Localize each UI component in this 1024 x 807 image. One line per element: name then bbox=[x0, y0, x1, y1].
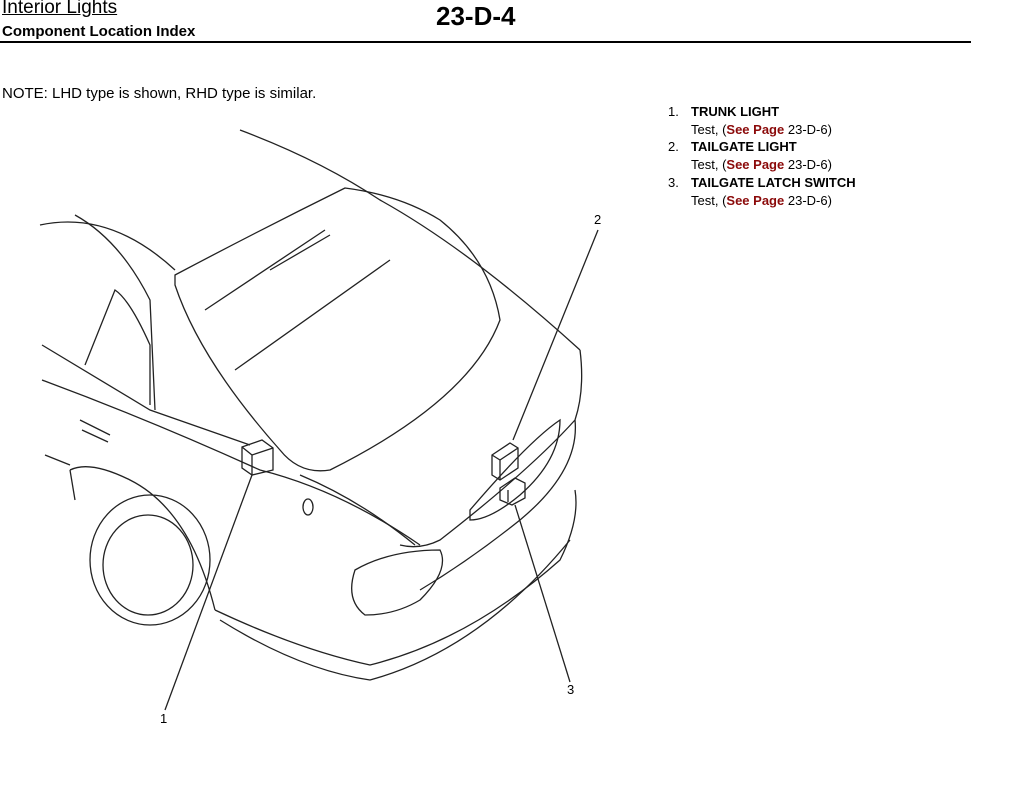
item-number: 1. bbox=[668, 104, 679, 119]
component-list: 1.TRUNK LIGHT Test, (See Page 23-D-6) 2.… bbox=[668, 103, 856, 209]
leader-line-2 bbox=[512, 229, 599, 441]
item-ref: 23-D-6) bbox=[787, 192, 832, 208]
item-prefix: Test, ( bbox=[691, 157, 727, 173]
item-name: TRUNK LIGHT bbox=[691, 104, 780, 119]
item-name: TAILGATE LIGHT bbox=[691, 139, 797, 155]
callout-2: 2 bbox=[594, 212, 602, 227]
trunk-light-icon bbox=[241, 439, 274, 476]
item-ref: 23-D-6) bbox=[787, 157, 832, 173]
page-number: 23-D-4 bbox=[436, 1, 516, 31]
item-number: 3. bbox=[668, 174, 679, 190]
see-page-link[interactable]: See Page bbox=[726, 121, 785, 137]
item-ref: 23-D-6) bbox=[787, 121, 832, 137]
item-prefix: Test, ( bbox=[691, 192, 727, 208]
callout-3: 3 bbox=[567, 682, 575, 697]
note-text: NOTE: LHD type is shown, RHD type is sim… bbox=[2, 85, 317, 102]
component-item: 2. TAILGATE LIGHT Test, (See Page 23-D-6) bbox=[668, 138, 856, 173]
see-page-link[interactable]: See Page bbox=[726, 192, 785, 208]
leader-line-1 bbox=[164, 474, 253, 711]
tailgate-latch-switch-icon bbox=[499, 477, 526, 506]
callout-1: 1 bbox=[160, 711, 168, 726]
tailgate-light-icon bbox=[491, 442, 519, 481]
see-page-link[interactable]: See Page bbox=[726, 157, 785, 173]
header-divider bbox=[0, 41, 971, 43]
leader-line-3 bbox=[514, 504, 571, 683]
component-item: 1. TRUNK LIGHT Test, (See Page 23-D-6) bbox=[668, 103, 856, 138]
component-item: 3.TAILGATE LATCH SWITCH Test, (See Page … bbox=[668, 174, 856, 209]
item-prefix: Test, ( bbox=[691, 121, 727, 137]
section-title: Interior Lights bbox=[2, 0, 118, 18]
item-name: TAILGATE LATCH SWITCH bbox=[691, 174, 856, 190]
item-number: 2. bbox=[668, 139, 679, 155]
section-subtitle: Component Location Index bbox=[2, 23, 196, 40]
